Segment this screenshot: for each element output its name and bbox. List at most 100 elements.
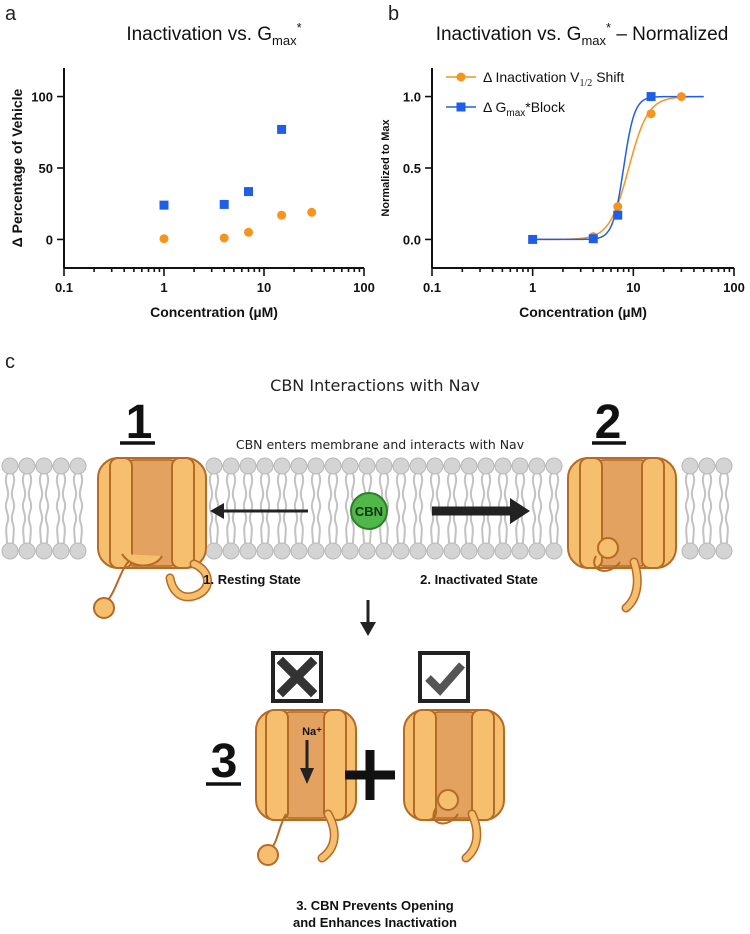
x-tick-label: 0.1 bbox=[423, 280, 441, 295]
lipid-head-top bbox=[307, 457, 325, 475]
conclusion-caption-line-2: and Enhances Inactivation bbox=[293, 915, 457, 930]
lipid-tail bbox=[401, 473, 407, 544]
check-box bbox=[418, 651, 470, 703]
channel-2-inactivation-ball bbox=[597, 537, 619, 559]
y-tick-label: 0.5 bbox=[403, 161, 421, 176]
state-1-number: 1 bbox=[126, 396, 153, 449]
channel-2-left-subunit bbox=[579, 457, 603, 569]
resting-state-caption: 1. Resting State bbox=[203, 572, 301, 587]
lipid-tail bbox=[248, 473, 254, 544]
lipid-tail bbox=[4, 473, 10, 544]
lipid-head-top bbox=[528, 457, 546, 475]
data-point-square bbox=[219, 199, 229, 209]
lipid-tail bbox=[718, 473, 724, 544]
lipid-head-bottom bbox=[715, 542, 733, 560]
lipid-membrane bbox=[1, 457, 733, 560]
channel-3b-right-subunit bbox=[471, 709, 495, 821]
legend-marker-square bbox=[456, 102, 466, 112]
lipid-head-top bbox=[511, 457, 529, 475]
lipid-head-bottom bbox=[477, 542, 495, 560]
lipid-tail bbox=[208, 473, 214, 544]
lipid-head-bottom bbox=[69, 542, 87, 560]
lipid-head-top bbox=[375, 457, 393, 475]
legend-gmax-sub: max bbox=[506, 108, 525, 119]
lipid-head-bottom bbox=[205, 542, 223, 560]
data-point-circle bbox=[676, 92, 686, 102]
panel-letter-c: c bbox=[5, 351, 15, 373]
lipid-head-bottom bbox=[324, 542, 342, 560]
chart-b-legend: Δ Inactivation V1/2 Shift Δ Gmax*Block bbox=[446, 69, 624, 119]
nav-channel-resting bbox=[93, 457, 212, 619]
chart-b-x-label: Concentration (µM) bbox=[519, 304, 647, 320]
lipid-tail bbox=[259, 473, 265, 544]
lipid-head-top bbox=[239, 457, 257, 475]
lipid-head-bottom bbox=[341, 542, 359, 560]
lipid-tail bbox=[44, 473, 50, 544]
lipid-head-bottom bbox=[35, 542, 53, 560]
chart-b-marks bbox=[528, 92, 686, 244]
lipid-head-bottom bbox=[222, 542, 240, 560]
lipid-head-top bbox=[681, 457, 699, 475]
nav-channel-enhanced-inactivation bbox=[403, 709, 505, 863]
lipid-head-bottom bbox=[256, 542, 274, 560]
data-point-square bbox=[588, 234, 598, 244]
lipid-head-bottom bbox=[409, 542, 427, 560]
lipid-tail bbox=[55, 473, 61, 544]
lipid-head-bottom bbox=[375, 542, 393, 560]
lipid-head-bottom bbox=[426, 542, 444, 560]
channel-1-pore bbox=[127, 459, 177, 567]
lipid-tail bbox=[724, 473, 730, 544]
chart-a-title-sub: max bbox=[272, 33, 297, 48]
lipid-head-top bbox=[392, 457, 410, 475]
data-point-square bbox=[646, 92, 656, 102]
lipid-head-top bbox=[69, 457, 87, 475]
lipid-head-bottom bbox=[290, 542, 308, 560]
data-point-square bbox=[613, 210, 623, 220]
y-tick-label: 100 bbox=[31, 90, 53, 105]
lipid-head-bottom bbox=[18, 542, 36, 560]
lipid-tail bbox=[61, 473, 67, 544]
y-tick-label: 50 bbox=[39, 161, 53, 176]
channel-3b-left-subunit bbox=[413, 709, 437, 821]
lipid-head-top bbox=[460, 457, 478, 475]
lipid-tail bbox=[293, 473, 299, 544]
nav-channel-inactivated bbox=[567, 457, 677, 613]
lipid-tail bbox=[327, 473, 333, 544]
chart-b-title: Inactivation vs. Gmax* – Normalized bbox=[436, 20, 729, 48]
x-tick-label: 100 bbox=[353, 280, 375, 295]
lipid-tail bbox=[548, 473, 554, 544]
lipid-tail bbox=[531, 473, 537, 544]
x-tick-label: 10 bbox=[626, 280, 640, 295]
lipid-tail bbox=[395, 473, 401, 544]
inactivated-state-caption: 2. Inactivated State bbox=[420, 572, 538, 587]
legend-marker-circle bbox=[456, 72, 466, 82]
lipid-head-bottom bbox=[307, 542, 325, 560]
chart-b-title-sup: * bbox=[606, 20, 611, 35]
data-point-square bbox=[244, 187, 254, 197]
x-tick-label: 1 bbox=[160, 280, 167, 295]
x-tick-label: 100 bbox=[723, 280, 745, 295]
lipid-tail bbox=[554, 473, 560, 544]
legend-inactivation-prefix: Δ Inactivation V bbox=[483, 69, 580, 85]
lipid-head-top bbox=[443, 457, 461, 475]
legend-label-inactivation: Δ Inactivation V1/2 Shift bbox=[483, 69, 624, 89]
lipid-tail bbox=[231, 473, 237, 544]
chart-a-x-label: Concentration (µM) bbox=[150, 304, 278, 320]
lipid-head-top bbox=[273, 457, 291, 475]
lipid-tail bbox=[333, 473, 339, 544]
lipid-tail bbox=[310, 473, 316, 544]
lipid-tail bbox=[276, 473, 282, 544]
lipid-head-bottom bbox=[1, 542, 19, 560]
legend-gmax-prefix: Δ G bbox=[483, 99, 506, 115]
legend-label-gmax: Δ Gmax*Block bbox=[483, 99, 566, 119]
channel-3a-left-subunit bbox=[265, 709, 289, 821]
lipid-head-bottom bbox=[528, 542, 546, 560]
sodium-ion-label: Na⁺ bbox=[302, 726, 322, 738]
diagram-subtitle: CBN enters membrane and interacts with N… bbox=[236, 437, 525, 452]
x-tick-label: 1 bbox=[529, 280, 536, 295]
lipid-tail bbox=[537, 473, 543, 544]
check-mark-icon bbox=[425, 662, 466, 696]
chart-b-title-sub: max bbox=[581, 33, 606, 48]
lipid-head-top bbox=[545, 457, 563, 475]
